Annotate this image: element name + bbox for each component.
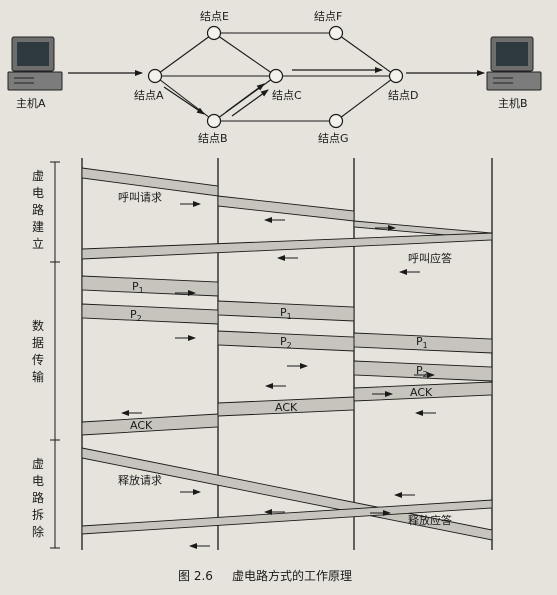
p1-band-1 <box>81 275 219 297</box>
ack-band-1 <box>81 413 219 436</box>
figure-title: 虚电路方式的工作原理 <box>232 568 352 583</box>
timing-diagram: 虚电路建立 数据传输 虚电路拆除 <box>32 158 493 550</box>
call-answer-band <box>81 232 493 260</box>
path-arrows <box>68 67 485 117</box>
p1-label-1: P1 <box>132 280 144 295</box>
release-answer-label: 释放应答 <box>408 513 452 527</box>
phase-char: 据 <box>32 336 44 350</box>
phase-char: 虚 <box>32 169 44 183</box>
ack-label-2: ACK <box>275 401 298 414</box>
node-e <box>206 25 222 41</box>
p2-band-2 <box>217 330 355 352</box>
phase-char: 除 <box>32 524 44 539</box>
release-request-band <box>81 447 493 541</box>
phase-char: 拆 <box>32 507 44 522</box>
node-c <box>268 68 284 84</box>
phase-char: 路 <box>32 202 44 217</box>
ack-band-2 <box>217 396 355 417</box>
phase-setup-label: 虚电路建立 <box>32 169 44 251</box>
phase-teardown-label: 虚电路拆除 <box>32 457 44 539</box>
phase-char: 路 <box>32 490 44 505</box>
node-c-label: 结点C <box>272 89 302 102</box>
node-f-label: 结点F <box>314 10 342 23</box>
release-answer-band <box>81 499 493 535</box>
phase-char: 输 <box>32 369 44 384</box>
p2-label-2: P2 <box>280 335 292 350</box>
p2-band-1 <box>81 303 219 325</box>
network-nodes <box>147 25 404 129</box>
figure-caption: 图 2.6 虚电路方式的工作原理 <box>178 568 352 583</box>
phase-char: 虚 <box>32 457 44 471</box>
phase-char: 传 <box>32 352 44 367</box>
node-g-label: 结点G <box>318 132 349 145</box>
host-a-label: 主机A <box>16 96 46 110</box>
node-d-label: 结点D <box>388 89 418 102</box>
phase-char: 电 <box>32 474 44 488</box>
message-bands <box>81 167 493 541</box>
p2-band-3 <box>353 360 493 382</box>
release-request-label: 释放请求 <box>118 473 162 487</box>
phase-char: 电 <box>32 186 44 200</box>
p2-label-3: P2 <box>416 364 428 379</box>
p1-label-2: P1 <box>280 306 292 321</box>
call-request-label: 呼叫请求 <box>118 191 162 204</box>
p1-label-3: P1 <box>416 335 428 350</box>
ack-label-3: ACK <box>410 386 433 399</box>
message-labels: 呼叫请求 呼叫应答 P1 P2 P1 P2 P1 P2 ACK ACK ACK … <box>118 191 452 527</box>
host-b-label: 主机B <box>498 96 528 110</box>
call-request-band-2 <box>217 195 355 222</box>
ack-label-1: ACK <box>130 419 153 432</box>
node-a-label: 结点A <box>134 89 164 102</box>
call-answer-label: 呼叫应答 <box>408 251 452 265</box>
host-b-computer-icon <box>486 36 542 91</box>
p2-label-1: P2 <box>130 308 142 323</box>
node-b <box>206 113 222 129</box>
phase-brackets <box>50 161 60 549</box>
phase-transfer-label: 数据传输 <box>32 318 44 384</box>
network-topology: 结点A 结点E 结点B 结点C 结点F 结点G 结点D 主机A 主机B <box>7 10 542 145</box>
node-f <box>328 25 344 41</box>
node-e-label: 结点E <box>200 10 229 23</box>
phase-char: 建 <box>32 220 44 234</box>
node-d <box>388 68 404 84</box>
phase-char: 立 <box>32 236 44 251</box>
direction-arrows <box>121 201 436 549</box>
figure-number: 图 2.6 <box>178 569 213 583</box>
node-b-label: 结点B <box>198 132 228 145</box>
phase-char: 数 <box>32 318 44 333</box>
phase-labels: 虚电路建立 数据传输 虚电路拆除 <box>32 169 44 539</box>
node-a <box>147 68 163 84</box>
host-a-computer-icon <box>7 36 63 91</box>
node-g <box>328 113 344 129</box>
